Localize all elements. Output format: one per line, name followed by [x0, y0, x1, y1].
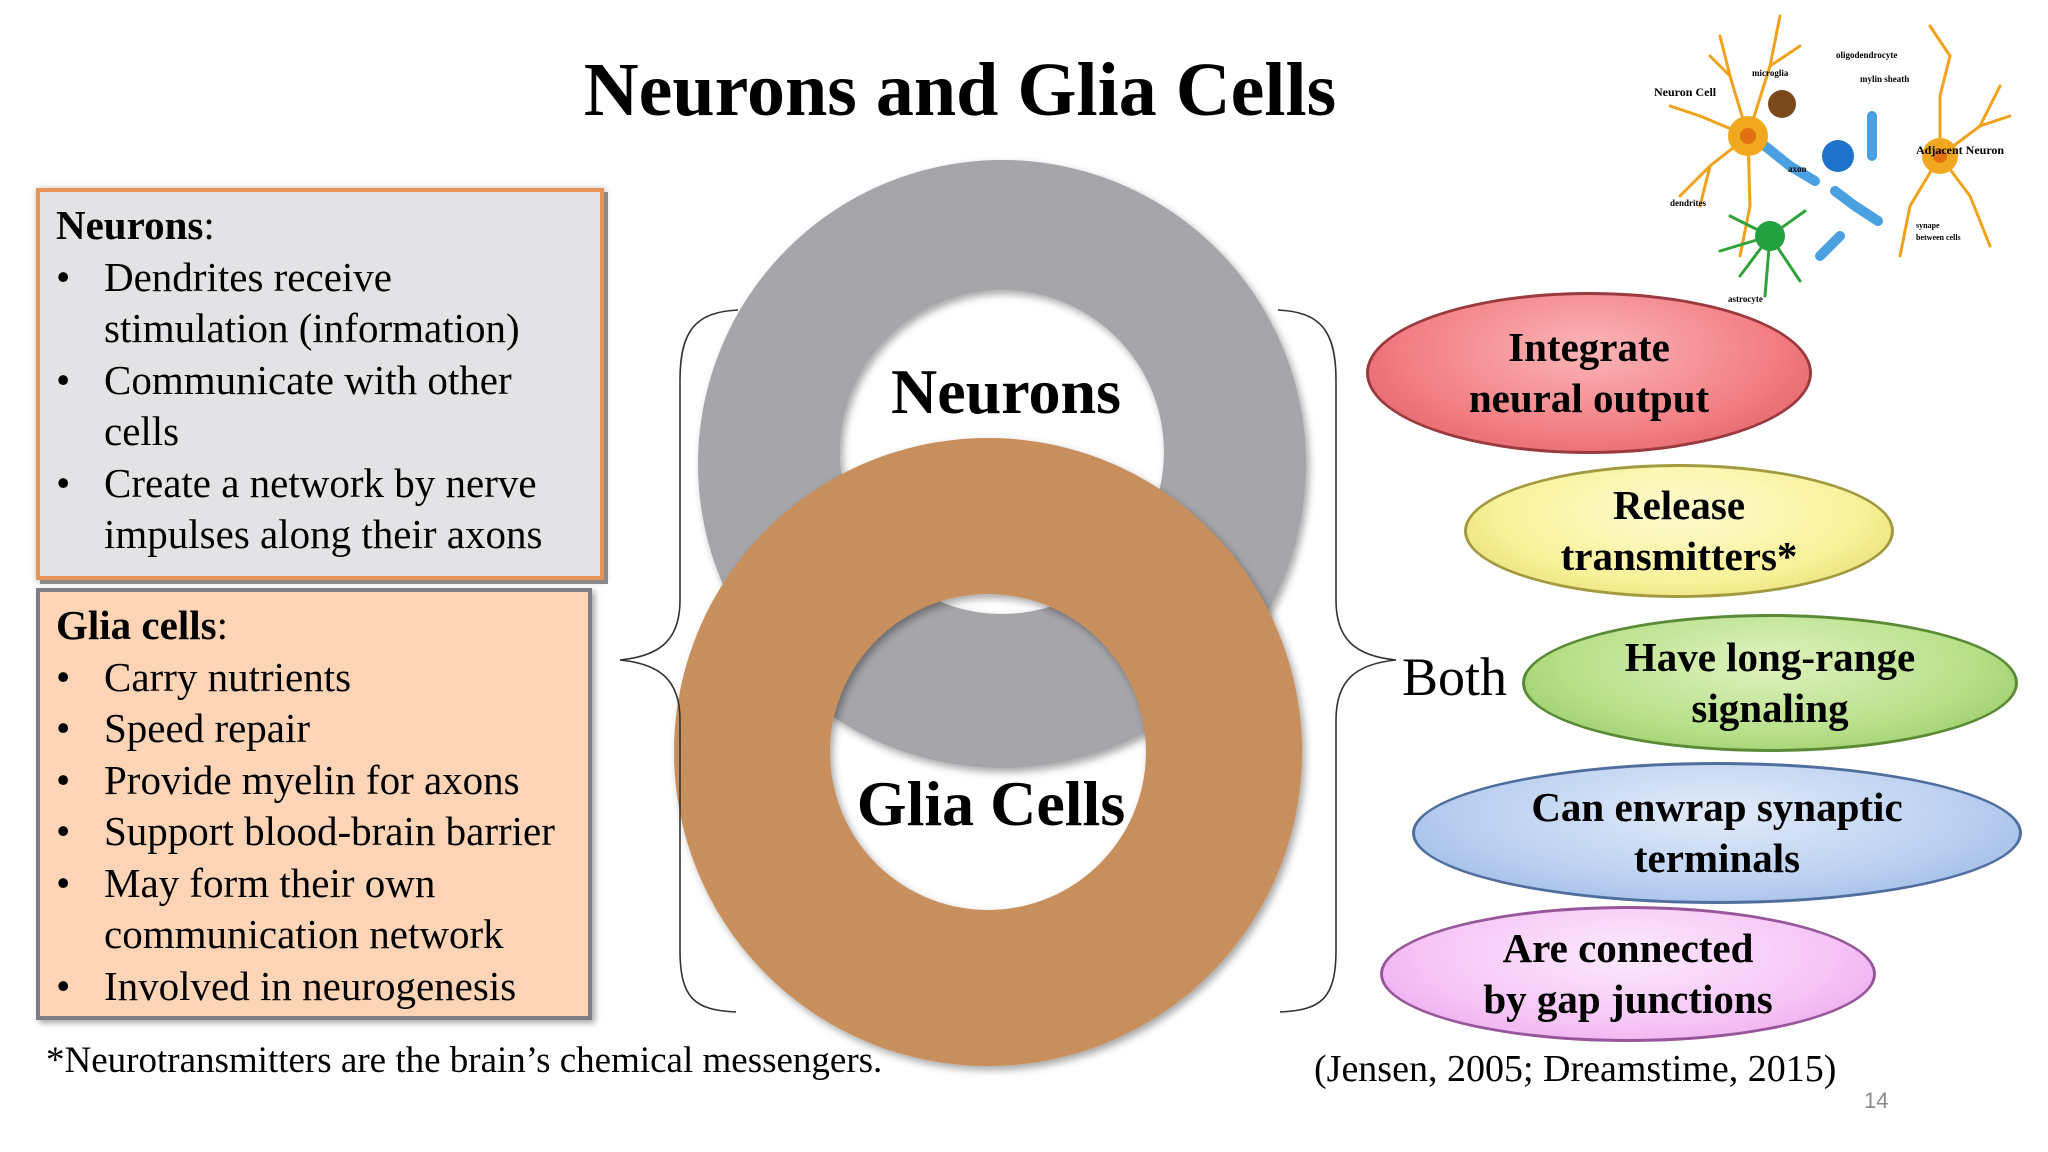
neurons-ring-label: Neurons: [891, 356, 1121, 427]
neurons-list: • Dendrites receive stimulation (informat…: [56, 252, 586, 561]
astrocyte-body-icon: [1755, 221, 1785, 251]
diagram-label: mylin sheath: [1860, 74, 1909, 84]
neurons-heading-text: Neurons: [56, 202, 204, 248]
neuron-glia-illustration: Neuron Cell microglia oligodendrocyte my…: [1654, 14, 2012, 304]
glia-heading-text: Glia cells: [56, 602, 217, 648]
list-item-text: Carry nutrients: [104, 653, 352, 700]
bullet-icon: •: [56, 653, 71, 700]
diagram-label: microglia: [1752, 68, 1789, 78]
right-brace-icon: [1277, 309, 1397, 1013]
ellipse-integrate: Integrate neural output: [1366, 292, 1812, 454]
glia-box-heading: Glia cells:: [56, 600, 574, 652]
ellipse-line: Can enwrap synaptic: [1531, 784, 1903, 830]
ellipse-signaling: Have long-range signaling: [1522, 614, 2018, 752]
microglia-icon: [1768, 90, 1796, 118]
slide-title: Neurons and Glia Cells: [583, 48, 1337, 132]
bullet-icon: •: [56, 756, 71, 803]
bullet-icon: •: [56, 705, 71, 751]
list-item: • Support blood-brain barrier: [56, 806, 574, 858]
ellipse-release: Release transmitters*: [1464, 464, 1894, 598]
list-item-text: Speed repair: [104, 705, 311, 751]
list-item: • Communicate with other cells: [56, 355, 586, 458]
diagram-label: Neuron Cell: [1654, 85, 1717, 99]
diagram-label: astrocyte: [1728, 294, 1763, 304]
bullet-icon: •: [56, 253, 71, 300]
diagram-label: axon: [1788, 164, 1807, 174]
ellipse-line: terminals: [1633, 835, 1801, 881]
left-brace-icon: [619, 309, 739, 1013]
bullet-icon: •: [56, 459, 71, 506]
list-item: • Provide myelin for axons: [56, 755, 574, 807]
list-item-text: Involved in neurogenesis: [104, 962, 517, 1009]
list-item: • Create a network by nerve impulses alon…: [56, 458, 586, 561]
list-item-text: Support blood-brain barrier: [104, 808, 555, 854]
list-item: • Involved in neurogenesis: [56, 961, 574, 1013]
diagram-label: synape: [1916, 221, 1940, 230]
ellipse-line: by gap junctions: [1483, 976, 1773, 1022]
ellipse-line: transmitters*: [1560, 533, 1798, 579]
glia-list: • Carry nutrients • Speed repair • Provide …: [56, 652, 574, 1013]
diagram-label: between cells: [1916, 233, 1961, 242]
ellipse-line: Are connected: [1502, 925, 1754, 971]
ellipse-enwrap: Can enwrap synaptic terminals: [1412, 762, 2022, 904]
list-item-text: May form their own communication network: [104, 859, 504, 958]
neurons-box-heading: Neurons:: [56, 200, 586, 252]
list-item-text: Dendrites receive stimulation (informati…: [104, 253, 520, 352]
bullet-icon: •: [56, 356, 71, 403]
list-item: • Speed repair: [56, 703, 574, 755]
list-item-text: Provide myelin for axons: [104, 756, 520, 803]
heading-colon: :: [203, 202, 215, 248]
myelin-sheath-icon: [1760, 111, 1883, 261]
diagram-label: dendrites: [1670, 198, 1706, 208]
glia-info-box: Glia cells: • Carry nutrients • Speed repa…: [36, 588, 592, 1020]
nucleus-icon: [1740, 128, 1756, 144]
bullet-icon: •: [56, 962, 71, 1009]
footnote: *Neurotransmitters are the brain’s chemi…: [46, 1040, 883, 1081]
bullet-icon: •: [56, 808, 71, 854]
oligodendrocyte-body-icon: [1822, 140, 1854, 172]
ellipse-line: signaling: [1691, 685, 1849, 731]
bullet-icon: •: [56, 859, 71, 906]
list-item-text: Create a network by nerve impulses along…: [104, 459, 543, 558]
ellipse-line: Integrate: [1508, 324, 1670, 370]
glia-ring: [674, 438, 1303, 1066]
neurons-info-box: Neurons: • Dendrites receive stimulation …: [36, 188, 604, 580]
diagram-label: oligodendrocyte: [1836, 50, 1897, 60]
ellipse-gap-junctions: Are connected by gap junctions: [1380, 906, 1876, 1042]
ellipse-line: Release: [1612, 482, 1746, 528]
list-item: • May form their own communication networ…: [56, 858, 574, 961]
glia-ring-label: Glia Cells: [856, 768, 1126, 839]
heading-colon: :: [216, 602, 228, 648]
list-item: • Carry nutrients: [56, 652, 574, 704]
both-label: Both: [1402, 647, 1508, 707]
list-item: • Dendrites receive stimulation (informat…: [56, 252, 586, 355]
nucleus-icon: [1933, 149, 1947, 163]
diagram-label: Adjacent Neuron: [1916, 143, 2004, 157]
ellipse-line: neural output: [1468, 375, 1710, 421]
citation: (Jensen, 2005; Dreamstime, 2015): [1314, 1048, 1837, 1090]
slide-number: 14: [1864, 1088, 1889, 1113]
ellipse-line: Have long-range: [1624, 634, 1916, 680]
list-item-text: Communicate with other cells: [104, 356, 512, 455]
